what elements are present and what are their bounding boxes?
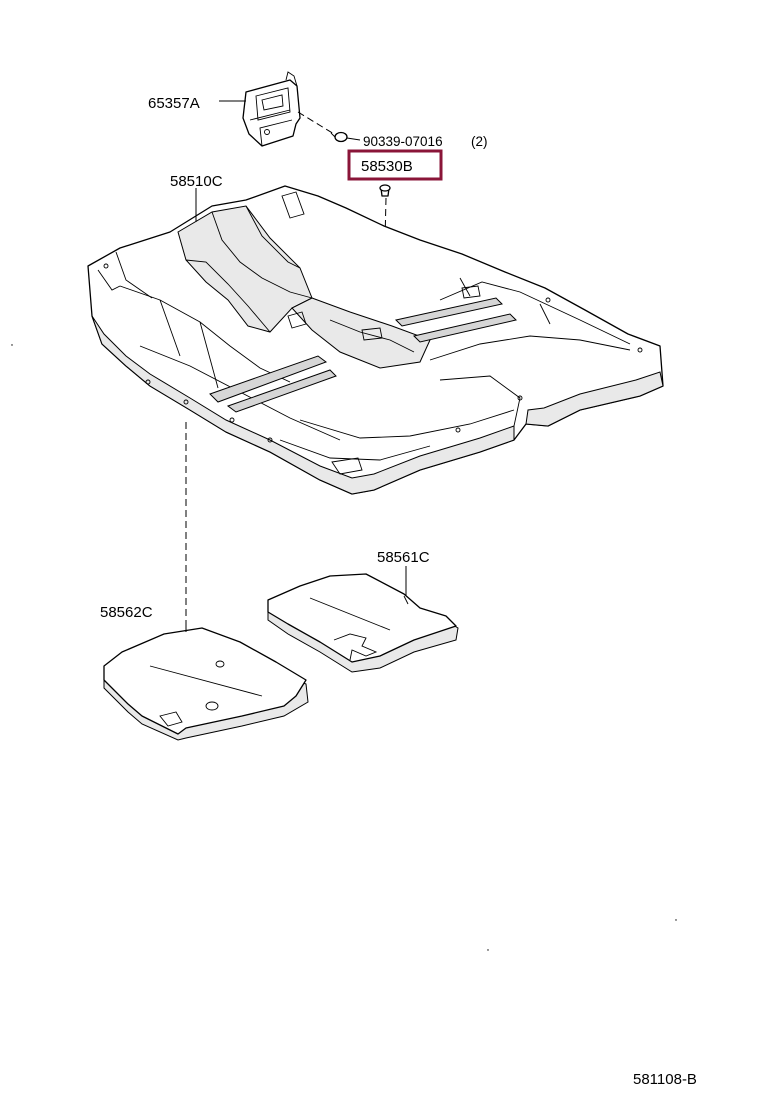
front-mat-part-58562C[interactable] [103, 627, 309, 741]
rear-mat-part-58561C[interactable] [267, 573, 459, 673]
scan-speck [487, 949, 489, 951]
highlight-box-58530B [347, 149, 443, 181]
label-65357A[interactable]: 65357A [148, 95, 200, 112]
scan-speck [675, 919, 677, 921]
floor-carpet-part-58510C[interactable] [87, 185, 664, 495]
scan-speck [11, 344, 13, 346]
clip-part-90339[interactable] [330, 131, 348, 143]
label-58530B[interactable]: 58530B [361, 158, 413, 175]
label-58561C[interactable]: 58561C [377, 549, 430, 566]
label-58510C[interactable]: 58510C [170, 173, 223, 190]
label-90339[interactable]: 90339-07016 [363, 134, 443, 149]
clip-part-58530B[interactable] [379, 184, 391, 197]
diagram-reference-number: 581108-B [633, 1071, 697, 1088]
leader-line-90339 [346, 137, 361, 141]
dashed-link-bracket-clip [297, 111, 335, 135]
bracket-part-65357A[interactable] [242, 71, 301, 147]
label-58562C[interactable]: 58562C [100, 604, 153, 621]
label-90339-qty: (2) [471, 134, 488, 149]
